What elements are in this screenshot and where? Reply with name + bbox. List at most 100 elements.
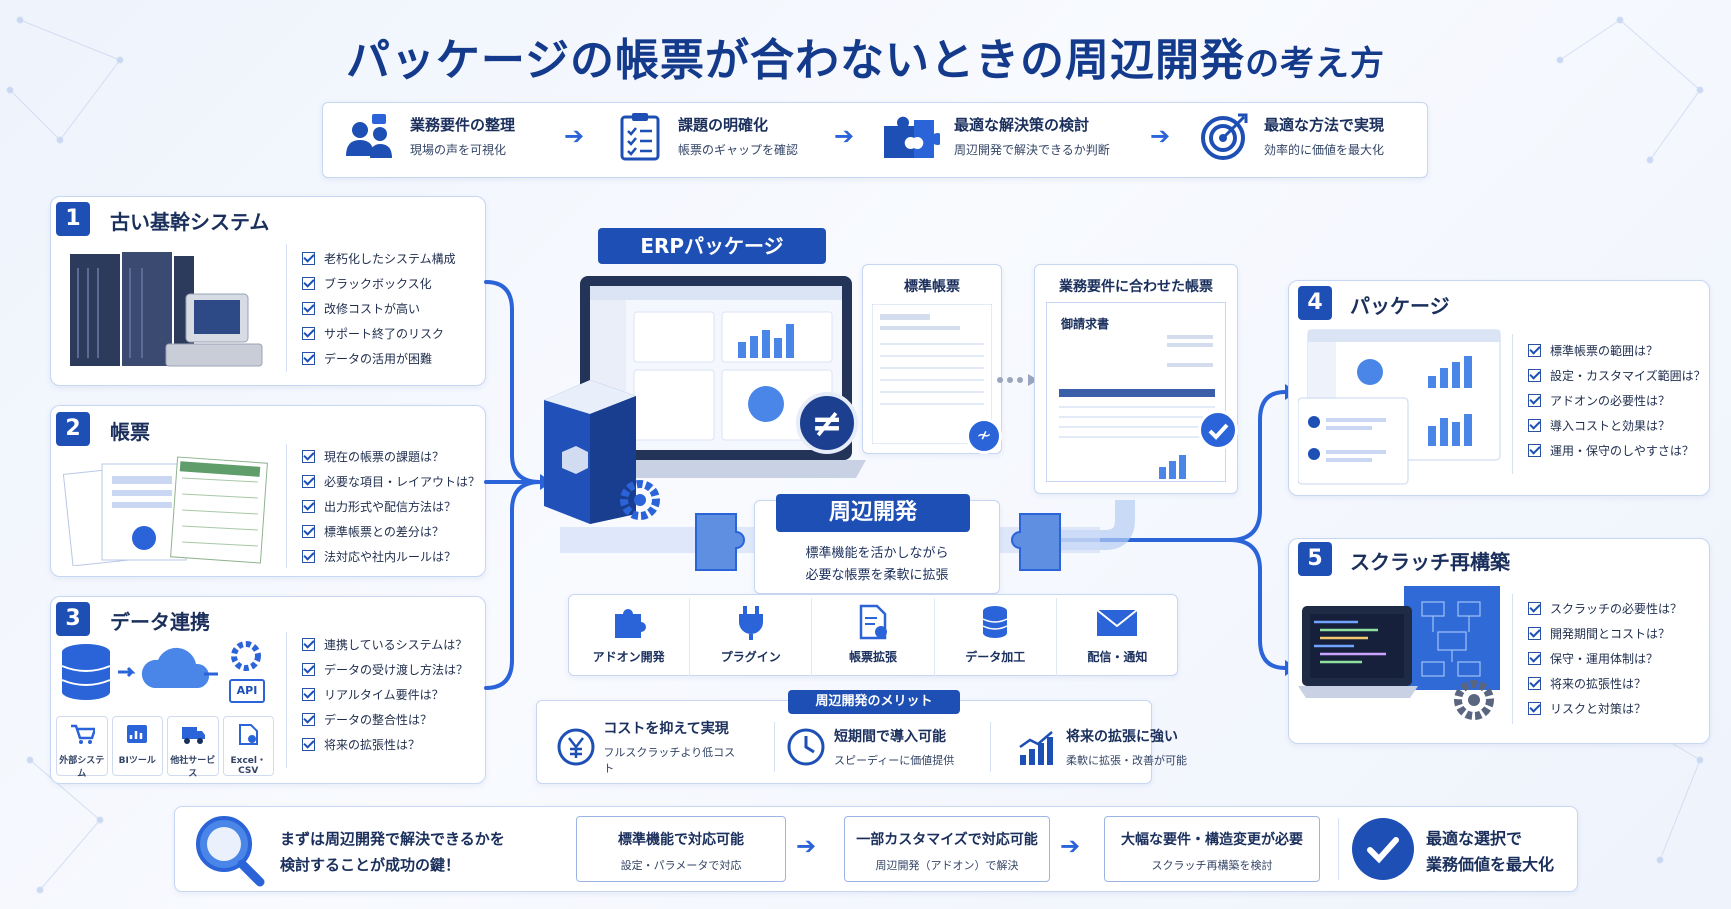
tool-data-processing: データ加工: [935, 598, 1057, 676]
data-flow-illustration: [61, 641, 265, 703]
merit-cost: コストを抑えて実現フルスクラッチより低コスト: [556, 721, 744, 775]
section-title: スクラッチ再構築: [1350, 550, 1510, 574]
checkbox-icon: [1528, 369, 1541, 382]
checkbox-icon: [1528, 602, 1541, 615]
checkbox-icon: [1528, 444, 1541, 457]
option-scratch: 大幅な要件・構造変更が必要スクラッチ再構築を検討: [1104, 816, 1320, 882]
section-title: 古い基幹システム: [110, 210, 270, 234]
erp-package-label: ERPパッケージ: [598, 228, 826, 264]
section-title: 帳票: [110, 420, 150, 444]
divider: [774, 722, 775, 772]
checkbox-icon: [1528, 652, 1541, 665]
section-title: パッケージ: [1350, 294, 1450, 318]
key-message: まずは周辺開発で解決できるかを 検討することが成功の鍵！: [280, 826, 505, 878]
source-third-party: 他社サービス: [167, 716, 219, 779]
check-item: アドオンの必要性は？: [1528, 388, 1706, 413]
step-solution: 最適な解決策の検討周辺開発で解決できるか判断: [880, 106, 1110, 166]
divider: [990, 722, 991, 772]
scratch-checklist: スクラッチの必要性は？ 開発期間とコストは？ 保守・運用体制は？ 将来の拡張性は…: [1528, 596, 1682, 721]
divider: [1512, 594, 1513, 724]
arrow-right-icon: ➔: [1150, 122, 1171, 150]
checkbox-icon: [1528, 419, 1541, 432]
not-equal-icon: ≠: [796, 392, 858, 454]
step-realize: 最適な方法で実現効率的に価値を最大化: [1200, 106, 1384, 166]
checkbox-icon: [302, 252, 315, 265]
connector-right-icon: [1011, 513, 1061, 571]
checkbox-icon: [1528, 394, 1541, 407]
clock-icon: [787, 728, 825, 766]
checkbox-icon: [302, 688, 315, 701]
divider: [286, 244, 287, 372]
checkbox-icon: [302, 738, 315, 751]
step-title: 課題の明確化: [678, 116, 769, 134]
merits-title: 周辺開発のメリット: [788, 690, 960, 714]
check-item: 法対応や社内ルールは？: [302, 544, 480, 569]
key-message-line1: まずは周辺開発で解決できるかを: [280, 830, 505, 848]
mismatch-icon: ≁: [966, 418, 1002, 454]
section-number: 2: [56, 412, 90, 446]
standard-form-document: [872, 304, 992, 444]
final-message-line1: 最適な選択で: [1426, 829, 1523, 848]
key-message-line2: 検討することが成功の鍵！: [280, 856, 461, 874]
plug-icon: [738, 606, 763, 640]
step-issues: 課題の明確化帳票のギャップを確認: [618, 106, 798, 166]
source-bi: BIツール: [111, 716, 163, 776]
final-message: 最適な選択で 業務価値を最大化: [1426, 826, 1554, 878]
checkbox-icon: [302, 713, 315, 726]
mail-icon: [1096, 609, 1139, 636]
data-source-list: 外部システム BIツール 他社サービス Excel・CSV: [56, 716, 274, 779]
section-number: 1: [56, 202, 90, 236]
divider: [286, 632, 287, 768]
check-item: 運用・保守のしやすさは？: [1528, 438, 1706, 463]
source-external: 外部システム: [56, 716, 108, 779]
check-item: 老朽化したシステム構成: [302, 246, 456, 271]
check-circle-icon: [1198, 410, 1238, 450]
custom-form-label: 業務要件に合わせた帳票: [1059, 279, 1213, 295]
checkbox-icon: [302, 352, 315, 365]
checkbox-icon: [302, 550, 315, 563]
section-number: 3: [56, 602, 90, 636]
check-item: 保守・運用体制は？: [1528, 646, 1682, 671]
page-title: パッケージの帳票が合わないときの周辺開発の考え方: [0, 24, 1731, 88]
checklist-icon: [620, 113, 660, 161]
api-label: API: [236, 684, 258, 697]
magnifier-icon: [196, 816, 265, 887]
data-checklist: 連携しているシステムは？ データの受け渡し方法は？ リアルタイム要件は？ データ…: [302, 632, 468, 757]
legacy-checklist: 老朽化したシステム構成 ブラックボックス化 改修コストが高い サポート終了のリス…: [302, 246, 456, 371]
checkbox-icon: [1528, 627, 1541, 640]
forms-checklist: 現在の帳票の課題は？ 必要な項目・レイアウトは？ 出力形式や配信方法は？ 標準帳…: [302, 444, 480, 569]
check-item: 出力形式や配信方法は？: [302, 494, 480, 519]
check-item: ブラックボックス化: [302, 271, 456, 296]
target-icon: [1201, 113, 1248, 160]
check-item: 将来の拡張性は？: [302, 732, 468, 757]
checkbox-icon: [302, 327, 315, 340]
step-sub: 帳票のギャップを確認: [678, 143, 799, 157]
growth-chart-icon: [1019, 731, 1053, 765]
final-message-line2: 業務価値を最大化: [1426, 855, 1555, 874]
form-documents-illustration: [62, 456, 268, 566]
section-number: 5: [1298, 542, 1332, 576]
package-screens-illustration: [1298, 329, 1501, 485]
checkbox-icon: [302, 525, 315, 538]
option-standard: 標準機能で対応可能設定・パラメータで対応: [576, 816, 786, 882]
invoice-document: 御請求書: [1046, 302, 1226, 482]
check-item: 設定・カスタマイズ範囲は？: [1528, 363, 1706, 388]
dotted-arrow-icon: [997, 374, 1038, 386]
check-item: データの受け渡し方法は？: [302, 657, 468, 682]
checkbox-icon: [1528, 702, 1541, 715]
database-icon: [982, 606, 1008, 638]
tools-list: アドオン開発 プラグイン 帳票拡張 データ加工 配信・通知: [568, 598, 1178, 676]
section-number: 4: [1298, 286, 1332, 320]
connector-left-icon: [695, 513, 745, 571]
check-item: リアルタイム要件は？: [302, 682, 468, 707]
source-excel-csv: Excel・CSV: [222, 716, 274, 776]
server-computer-illustration: [70, 252, 263, 367]
checkbox-icon: [302, 663, 315, 676]
tool-addon: アドオン開発: [568, 598, 691, 676]
bi-chart-icon: [127, 725, 148, 743]
check-item: 連携しているシステムは？: [302, 632, 468, 657]
code-blueprint-illustration: [1298, 586, 1500, 720]
checkbox-icon: [1528, 677, 1541, 690]
file-icon: [239, 724, 259, 745]
divider: [1512, 334, 1513, 474]
